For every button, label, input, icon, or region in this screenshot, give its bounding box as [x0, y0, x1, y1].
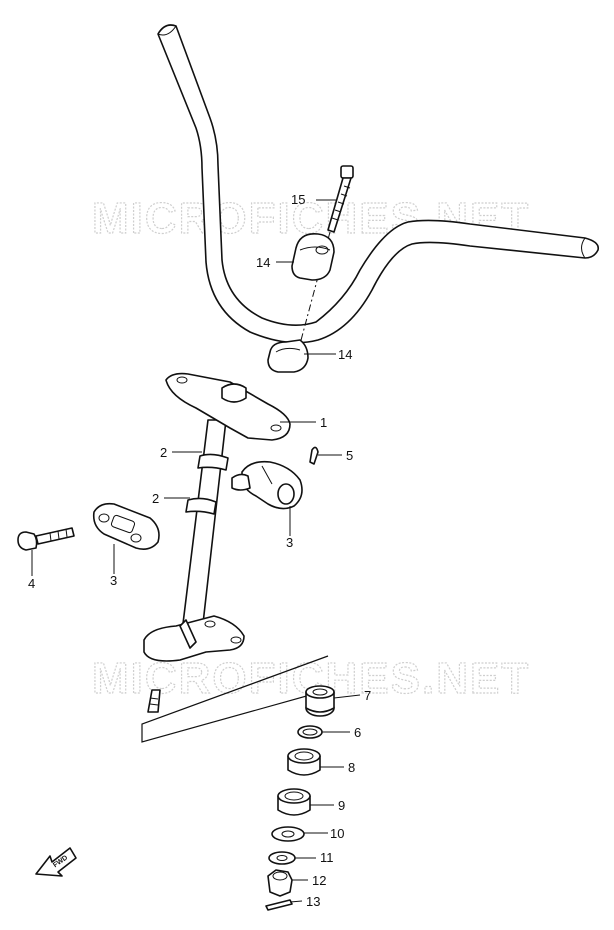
handlebar-clamp-bolt[interactable]: [327, 165, 354, 233]
stem-bush-upper[interactable]: [197, 453, 229, 471]
stem-holder-right[interactable]: [231, 460, 303, 510]
callout-2-upper: 2: [160, 445, 167, 460]
callout-2-lower: 2: [152, 491, 159, 506]
handlebar[interactable]: [157, 24, 600, 344]
callout-14-lower: 14: [338, 347, 352, 362]
callout-10: 10: [330, 826, 344, 841]
washer-large[interactable]: [271, 826, 305, 842]
cotter-pin-upper[interactable]: [309, 446, 319, 465]
callout-8: 8: [348, 760, 355, 775]
callout-15: 15: [291, 192, 305, 207]
stem-bush-bearing[interactable]: [305, 685, 335, 717]
callout-1: 1: [320, 415, 327, 430]
handlebar-lower-holder[interactable]: [267, 339, 309, 373]
bearing-region-outline: [141, 655, 329, 743]
steering-stem[interactable]: [143, 372, 291, 713]
lower-bearing[interactable]: [277, 788, 311, 816]
callout-14-upper: 14: [256, 255, 270, 270]
callout-3-left: 3: [110, 573, 117, 588]
callout-6: 6: [354, 725, 361, 740]
fwd-arrow-icon: FWD: [35, 847, 77, 877]
stem-nut[interactable]: [267, 869, 293, 897]
callout-7: 7: [364, 688, 371, 703]
callout-4: 4: [28, 576, 35, 591]
stem-bush-lower[interactable]: [185, 497, 217, 515]
leader-lines: [31, 199, 361, 903]
dust-seal[interactable]: [297, 725, 323, 739]
callout-5: 5: [346, 448, 353, 463]
handlebar-upper-holder[interactable]: [291, 232, 335, 281]
holder-bolt[interactable]: [17, 527, 75, 551]
cotter-pin-lower[interactable]: [265, 899, 293, 911]
stem-holder-left[interactable]: [92, 502, 160, 550]
callout-3-right: 3: [286, 535, 293, 550]
callout-9: 9: [338, 798, 345, 813]
upper-bearing[interactable]: [287, 748, 321, 776]
callout-12: 12: [312, 873, 326, 888]
washer-small[interactable]: [268, 851, 296, 865]
callout-11: 11: [320, 850, 334, 865]
callout-13: 13: [306, 894, 320, 909]
